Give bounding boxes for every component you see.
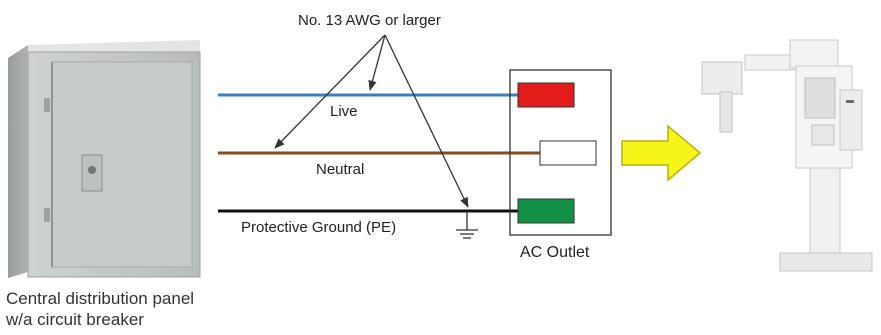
live-label: Live — [330, 103, 358, 120]
pe-terminal — [518, 199, 574, 223]
awg-label: No. 13 AWG or larger — [298, 12, 441, 29]
neutral-terminal — [540, 141, 596, 165]
awg-callout-arrows — [275, 35, 468, 207]
dental-xray-unit-icon — [702, 40, 872, 271]
panel-caption-line2: w/a circuit breaker — [6, 309, 194, 330]
distribution-panel-icon — [8, 40, 200, 278]
ac-outlet-label: AC Outlet — [520, 244, 589, 262]
pe-label: Protective Ground (PE) — [241, 219, 396, 236]
ground-symbol-icon — [456, 211, 478, 238]
panel-caption: Central distribution panel w/a circuit b… — [6, 288, 194, 330]
live-terminal — [518, 83, 574, 107]
panel-caption-line1: Central distribution panel — [6, 288, 194, 309]
neutral-label: Neutral — [316, 161, 364, 178]
yellow-arrow-icon — [622, 126, 700, 180]
